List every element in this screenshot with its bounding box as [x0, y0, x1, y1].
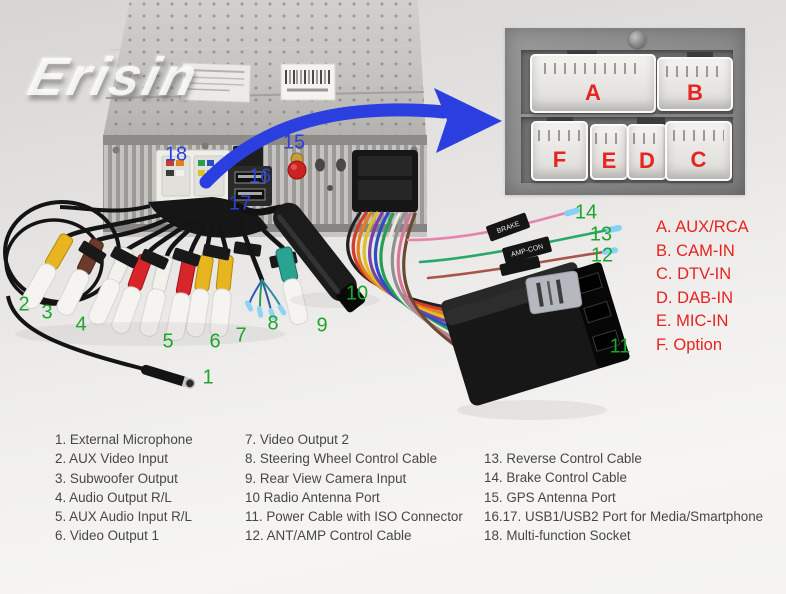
callout-2: 2	[18, 293, 30, 316]
socket-d-label: D	[639, 148, 655, 173]
usb-ports	[228, 166, 272, 206]
callout-8: 8	[267, 312, 279, 335]
connector-legend: A. AUX/RCA B. CAM-IN C. DTV-IN D. DAB-IN E. …	[656, 216, 749, 358]
legend-line: F. Option	[656, 335, 723, 354]
socket-closeup-inset: A B F E D C	[505, 28, 745, 195]
socket-d: D	[627, 124, 667, 180]
legend-line: 3. Subwoofer Output	[55, 470, 178, 486]
legend-line: E. MIC-IN	[656, 312, 729, 331]
callout-1: 1	[202, 366, 214, 389]
blue-arrow	[199, 88, 502, 189]
gps-antenna-port	[287, 152, 307, 180]
legend-column-3: 13. Reverse Control Cable 14. Brake Contr…	[484, 449, 763, 545]
legend-line: 2. AUX Video Input	[55, 451, 168, 467]
socket-f-label: F	[552, 147, 567, 172]
socket-b: B	[657, 57, 733, 111]
callout-4: 4	[75, 313, 87, 336]
callout-7: 7	[235, 324, 247, 347]
iso-connector	[441, 262, 630, 406]
power-harness-connector	[352, 150, 418, 212]
notch	[687, 52, 713, 60]
legend-line: 8. Steering Wheel Control Cable	[245, 451, 438, 467]
legend-line: 4. Audio Output R/L	[55, 489, 172, 505]
legend-line: B. CAM-IN	[656, 241, 735, 260]
pin-row	[666, 66, 724, 77]
callout-13: 13	[589, 223, 613, 246]
legend-column-2: 7. Video Output 2 8. Steering Wheel Contr…	[245, 430, 463, 546]
callout-16: 16	[248, 165, 272, 188]
legend-column-1: 1. External Microphone 2. AUX Video Input…	[55, 430, 193, 546]
legend-line: 13. Reverse Control Cable	[484, 451, 642, 466]
socket-e-label: E	[601, 148, 617, 173]
callout-12: 12	[590, 244, 614, 267]
socket-b-label: B	[687, 80, 703, 105]
legend-line: 5. AUX Audio Input R/L	[55, 509, 192, 525]
control-wire-tips	[564, 207, 622, 255]
socket-a-label: A	[585, 79, 601, 105]
legend-line: 1. External Microphone	[55, 432, 193, 447]
socket-a: A	[530, 54, 656, 113]
socket-c: C	[665, 121, 732, 181]
barcode-label	[280, 63, 336, 101]
screw-icon	[629, 31, 646, 48]
callout-9: 9	[316, 314, 328, 337]
callout-6: 6	[209, 330, 221, 353]
legend-line: C. DTV-IN	[656, 265, 732, 284]
legend-line: 11. Power Cable with ISO Connector	[245, 509, 463, 525]
callout-17: 17	[228, 192, 252, 215]
steering-wheel-cable	[237, 219, 287, 320]
head-unit	[103, 0, 427, 237]
callout-10: 10	[345, 282, 369, 305]
rca-connectors	[21, 233, 234, 342]
callout-15: 15	[282, 131, 306, 154]
socket-f: F	[531, 121, 588, 181]
legend-line: 14. Brake Control Cable	[484, 470, 627, 486]
legend-line: 18. Multi-function Socket	[484, 528, 631, 544]
callout-3: 3	[41, 301, 53, 324]
erisin-watermark: Erisin	[22, 47, 206, 107]
legend-line: 7. Video Output 2	[245, 432, 349, 447]
pin-row	[595, 133, 623, 144]
pin-row	[544, 63, 642, 74]
legend-line: 12. ANT/AMP Control Cable	[245, 528, 412, 544]
legend-line: D. DAB-IN	[656, 288, 734, 307]
pin-row	[538, 130, 581, 141]
pin-row	[673, 130, 724, 141]
radio-antenna	[234, 202, 366, 313]
rear-camera-cable	[253, 219, 309, 325]
legend-line: 16.17. USB1/USB2 Port for Media/Smartpho…	[484, 508, 764, 524]
harness-wires	[346, 211, 463, 352]
notch	[637, 117, 665, 125]
callout-11: 11	[609, 335, 631, 358]
pin-row	[632, 133, 662, 144]
legend-line: 6. Video Output 1	[55, 528, 159, 544]
callout-14: 14	[574, 201, 598, 224]
legend-line: 9. Rear View Camera Input	[245, 470, 407, 486]
socket-e: E	[590, 124, 628, 180]
legend-line: A. AUX/RCA	[656, 218, 749, 236]
legend-line: 15. GPS Antenna Port	[484, 489, 616, 505]
control-wire-tags: BRAKE AMP-CON	[486, 212, 552, 276]
spec-label	[180, 62, 252, 103]
callout-5: 5	[162, 330, 174, 353]
cable-id-tags	[78, 240, 298, 270]
socket-c-label: C	[690, 147, 707, 172]
legend-line: 10 Radio Antenna Port	[245, 489, 380, 505]
callout-18: 18	[164, 143, 188, 166]
